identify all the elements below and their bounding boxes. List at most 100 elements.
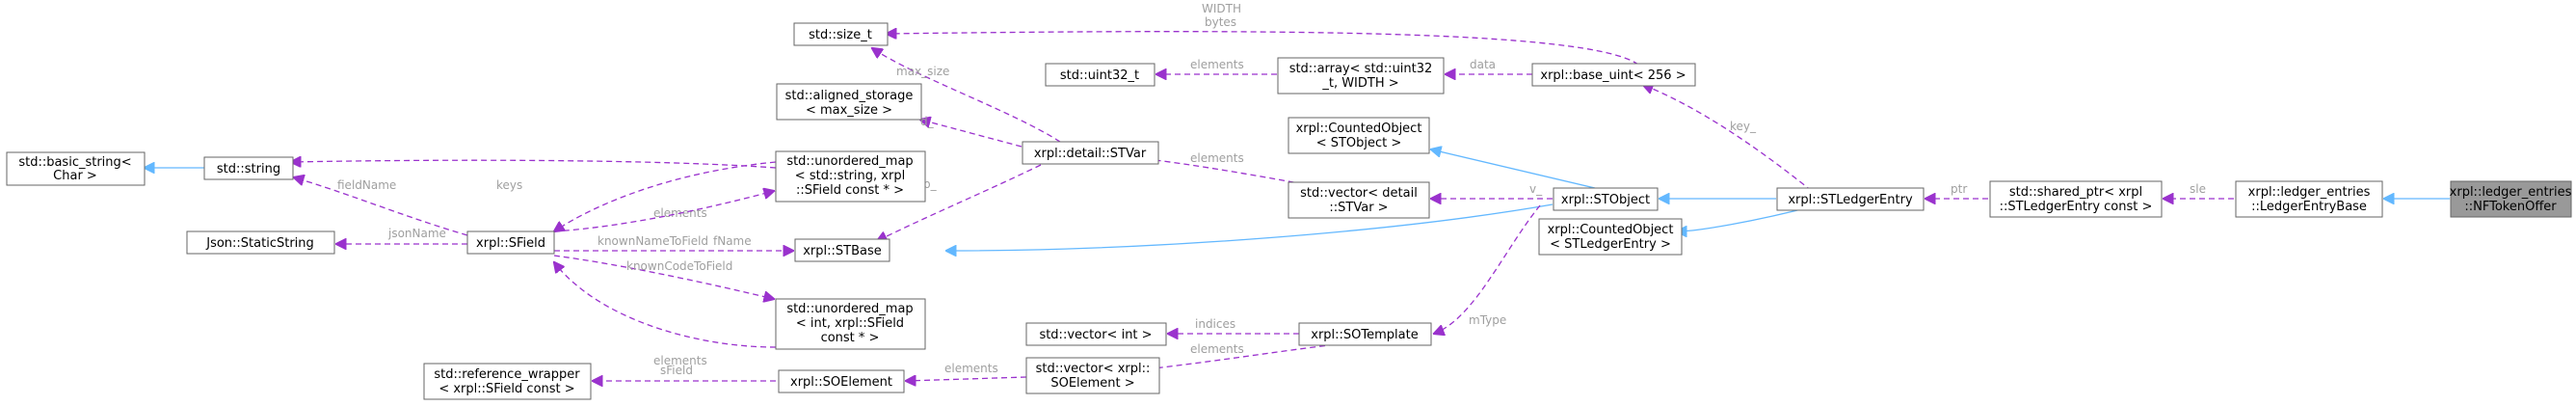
node-ledger-entry-base[interactable]: xrpl::ledger_entries ::LedgerEntryBase (2235, 180, 2383, 218)
svg-text:std::aligned_storage: std::aligned_storage (785, 89, 914, 103)
edge-label-fieldname: fieldName (337, 178, 396, 192)
node-shared-ptr[interactable]: std::shared_ptr< xrpl ::STLedgerEntry co… (1989, 180, 2163, 218)
svg-text:std::vector< detail: std::vector< detail (1300, 186, 1418, 201)
edge-sotemplate-elements: elements (1145, 342, 1345, 369)
svg-text:::SField const * >: ::SField const * > (796, 183, 904, 198)
edge-knownnametofield: knownNameToField (553, 191, 774, 248)
node-std-string[interactable]: std::string (203, 156, 294, 180)
svg-text:xrpl::STObject: xrpl::STObject (1561, 193, 1650, 207)
svg-text:const * >: const * > (821, 331, 880, 345)
svg-text:std::unordered_map: std::unordered_map (786, 302, 913, 316)
svg-text:std::shared_ptr< xrpl: std::shared_ptr< xrpl (2009, 185, 2142, 200)
edge-array-elements: elements (1156, 58, 1277, 74)
node-json-staticstring[interactable]: Json::StaticString (186, 230, 335, 255)
node-counted-object-stobject[interactable]: xrpl::CountedObject < STObject > (1288, 117, 1430, 154)
svg-text:std::vector< xrpl::: std::vector< xrpl:: (1036, 362, 1151, 376)
edge-label-vec-soel-elements: elements (944, 362, 998, 375)
edge-mtype: mType (1434, 204, 1541, 334)
edge-fieldname: fieldName (294, 177, 468, 236)
svg-text:< int, xrpl::SField: < int, xrpl::SField (796, 316, 904, 331)
edge-label-data: data (1470, 58, 1496, 71)
node-reference-wrapper[interactable]: std::reference_wrapper < xrpl::SField co… (423, 363, 592, 400)
node-nftokenoffer[interactable]: xrpl::ledger_entries ::NFTokenOffer (2450, 180, 2572, 218)
edge-stle-inherits-counted (1677, 204, 1818, 231)
edge-label-array-elements: elements (1190, 58, 1244, 71)
svg-text:std::basic_string<: std::basic_string< (18, 155, 131, 170)
edge-stobject-inherits-stbase (946, 203, 1554, 251)
edge-label-d: d_ (920, 115, 935, 128)
edge-label-knownnametofield: knownNameToField (598, 234, 708, 248)
edge-sle: sle (2164, 182, 2234, 199)
svg-text:_t, WIDTH >: _t, WIDTH > (1321, 76, 1398, 91)
svg-text:Json::StaticString: Json::StaticString (205, 236, 314, 251)
edge-umap-str-elements: elements (554, 161, 777, 231)
edge-label-mtype: mType (1469, 313, 1506, 327)
node-vector-int[interactable]: std::vector< int > (1025, 322, 1167, 346)
node-std-size-t[interactable]: std::size_t (793, 22, 889, 46)
edge-fname: fName (554, 234, 793, 251)
edge-umap-int-elements: elements (554, 262, 777, 367)
edge-v: v_ (1431, 182, 1553, 199)
node-unordered-map-int[interactable]: std::unordered_map < int, xrpl::SField c… (775, 298, 926, 350)
edge-label-sotemplate-elements: elements (1190, 342, 1244, 356)
edge-ptr: ptr (1925, 182, 1988, 199)
svg-text:::LedgerEntryBase: ::LedgerEntryBase (2251, 200, 2367, 214)
edge-knowncodetofield: knownCodeToField (553, 255, 774, 299)
edge-label-max-size: max_size (896, 65, 949, 78)
node-stobject[interactable]: xrpl::STObject (1553, 187, 1659, 211)
edge-label-vec-stvar-elements: elements (1190, 151, 1244, 165)
edge-label-sle: sle (2190, 182, 2206, 196)
node-basic-string[interactable]: std::basic_string< Char > (6, 151, 146, 186)
svg-text:< STLedgerEntry >: < STLedgerEntry > (1550, 237, 1671, 252)
edge-vec-soel-elements: elements (906, 362, 1027, 381)
node-vector-stvar[interactable]: std::vector< detail ::STVar > (1288, 181, 1430, 219)
edge-label-indices: indices (1195, 317, 1235, 331)
svg-text:std::unordered_map: std::unordered_map (786, 154, 913, 169)
node-sotemplate[interactable]: xrpl::SOTemplate (1298, 322, 1432, 346)
svg-text:std::uint32_t: std::uint32_t (1060, 68, 1139, 83)
svg-text:xrpl::CountedObject: xrpl::CountedObject (1296, 122, 1422, 136)
svg-text:xrpl::SOTemplate: xrpl::SOTemplate (1311, 328, 1418, 342)
node-std-array[interactable]: std::array< std::uint32 _t, WIDTH > (1277, 57, 1445, 95)
svg-text:xrpl::ledger_entries: xrpl::ledger_entries (2248, 185, 2371, 200)
edge-label-width: WIDTH (1202, 2, 1241, 15)
node-soelement[interactable]: xrpl::SOElement (778, 369, 905, 393)
node-std-uint32-t[interactable]: std::uint32_t (1045, 63, 1155, 87)
edge-label-fname: fName (713, 234, 752, 248)
edge-max-size: max_size (872, 48, 1061, 143)
svg-text:xrpl::detail::STVar: xrpl::detail::STVar (1034, 147, 1147, 161)
edge-label-bytes: bytes (1205, 15, 1236, 29)
svg-text:xrpl::SOElement: xrpl::SOElement (790, 375, 892, 390)
svg-text:xrpl::STBase: xrpl::STBase (803, 244, 882, 258)
edge-label-ptr: ptr (1951, 182, 1967, 196)
node-vector-soelement[interactable]: std::vector< xrpl:: SOElement > (1025, 357, 1160, 394)
edge-stobject-inherits-counted (1431, 149, 1596, 189)
edge-label-sfield: sField (660, 364, 693, 377)
edge-key: key_ (1643, 85, 1813, 192)
edge-label-p: p_ (923, 177, 938, 191)
node-sfield[interactable]: xrpl::SField (466, 230, 555, 255)
node-stbase[interactable]: xrpl::STBase (794, 238, 890, 262)
node-unordered-map-string[interactable]: std::unordered_map < std::string, xrpl :… (775, 150, 926, 203)
svg-text:< max_size >: < max_size > (806, 103, 892, 118)
node-stvar[interactable]: xrpl::detail::STVar (1022, 141, 1159, 165)
edge-label-key: key_ (1730, 120, 1757, 133)
edge-label-knowncodetofield: knownCodeToField (626, 259, 732, 273)
node-aligned-storage[interactable]: std::aligned_storage < max_size > (776, 83, 922, 121)
edge-width-bytes: WIDTH bytes (887, 2, 1639, 66)
svg-text:xrpl::SField: xrpl::SField (476, 236, 545, 251)
node-stledgerentry[interactable]: xrpl::STLedgerEntry (1776, 187, 1925, 211)
svg-text:< xrpl::SField const >: < xrpl::SField const > (438, 382, 574, 396)
edge-label-umap-int-elements: elements (653, 354, 707, 367)
svg-text:< STObject >: < STObject > (1316, 136, 1402, 150)
svg-text:::STVar >: ::STVar > (1329, 201, 1388, 215)
svg-text:xrpl::ledger_entries: xrpl::ledger_entries (2450, 185, 2572, 200)
svg-text:std::vector< int >: std::vector< int > (1039, 328, 1152, 342)
svg-text:SOElement >: SOElement > (1050, 376, 1134, 391)
svg-text:xrpl::base_uint< 256 >: xrpl::base_uint< 256 > (1540, 68, 1686, 83)
edge-data: data (1446, 58, 1532, 74)
edge-label-v: v_ (1529, 182, 1543, 196)
node-base-uint[interactable]: xrpl::base_uint< 256 > (1531, 63, 1696, 87)
node-counted-object-stledgerentry[interactable]: xrpl::CountedObject < STLedgerEntry > (1538, 218, 1683, 256)
svg-text:::STLedgerEntry const >: ::STLedgerEntry const > (2000, 200, 2153, 214)
